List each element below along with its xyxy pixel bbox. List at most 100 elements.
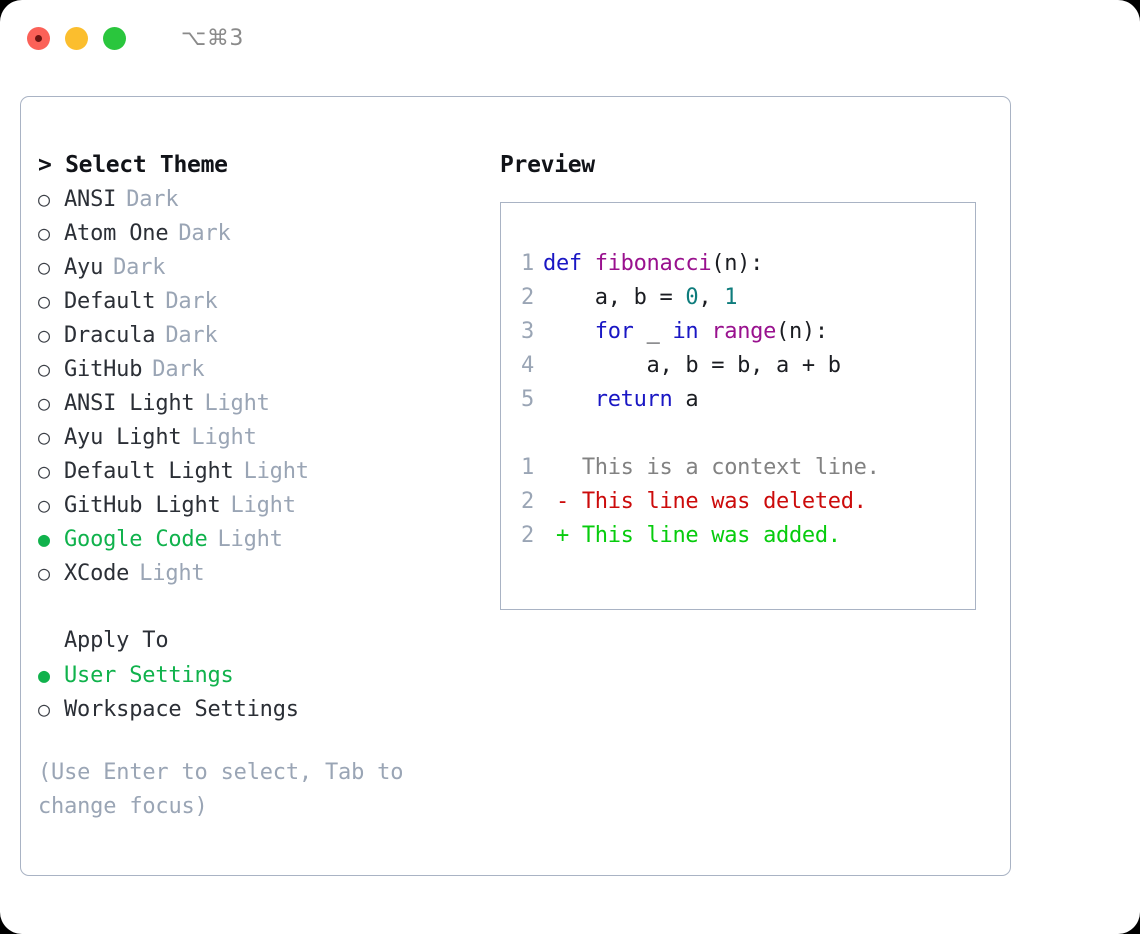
theme-option-label: Default [64, 289, 156, 314]
theme-kind-badge: Dark [165, 323, 218, 348]
theme-option-label: Dracula [64, 323, 156, 348]
theme-option-dracula[interactable]: ○ Dracula Dark [38, 318, 478, 352]
minimize-button-icon[interactable] [65, 26, 88, 50]
radio-unselected-icon: ○ [38, 357, 50, 381]
theme-kind-badge: Dark [152, 357, 205, 382]
token-txt: a [672, 387, 699, 412]
theme-option-label: Ayu Light [64, 425, 182, 450]
preview-heading: Preview [500, 152, 595, 178]
theme-option-label: GitHub Light [64, 493, 221, 518]
token-txt: a, b = b, a + b [543, 353, 842, 378]
token-txt: a, b = [543, 285, 686, 310]
token-fn: fibonacci [594, 251, 712, 276]
diff-line: 2 + This line was added. [501, 519, 975, 553]
token-fn: range [711, 319, 777, 344]
radio-unselected-icon: ○ [38, 697, 50, 721]
diff-sample: 1 This is a context line.2 - This line w… [501, 451, 975, 553]
theme-option-label: Default Light [64, 459, 234, 484]
code-gap [501, 417, 975, 451]
close-button-icon[interactable] [27, 26, 50, 50]
theme-option-default-light[interactable]: ○ Default Light Light [38, 454, 478, 488]
token-kw: def [543, 251, 595, 276]
line-number: 3 [521, 319, 534, 344]
token-kw: for [594, 319, 634, 344]
line-number: 1 [521, 455, 534, 480]
select-theme-heading: > Select Theme [38, 152, 228, 178]
maximize-button-icon[interactable] [103, 26, 126, 50]
diff-line: 2 - This line was deleted. [501, 485, 975, 519]
line-number: 2 [521, 489, 534, 514]
theme-option-ayu[interactable]: ○ Ayu Dark [38, 250, 478, 284]
theme-option-label: XCode [64, 561, 130, 586]
theme-option-label: Google Code [64, 527, 208, 552]
radio-unselected-icon: ○ [38, 561, 50, 585]
line-number: 1 [521, 251, 534, 276]
keyboard-shortcut-label: ⌥⌘3 [181, 25, 244, 51]
title-bar: ⌥⌘3 [0, 0, 1140, 76]
token-txt [698, 319, 711, 344]
token-ctx: This is a context line. [543, 455, 880, 480]
theme-option-ansi-light[interactable]: ○ ANSI Light Light [38, 386, 478, 420]
apply-to-list[interactable]: ●User Settings○Workspace Settings [38, 658, 478, 726]
token-txt [543, 387, 595, 412]
token-kw: in [672, 319, 699, 344]
token-txt: (n): [776, 319, 828, 344]
apply-to-option-user-settings[interactable]: ●User Settings [38, 658, 478, 692]
theme-option-label: Atom One [64, 221, 169, 246]
apply-to-option-label: User Settings [64, 663, 234, 688]
code-line: 1 def fibonacci(n): [501, 247, 975, 281]
token-txt: (n): [711, 251, 764, 276]
close-dot-icon [35, 34, 42, 42]
token-txt [543, 319, 595, 344]
keyboard-hint-text: (Use Enter to select, Tab to change focu… [38, 760, 404, 819]
theme-kind-badge: Dark [126, 187, 179, 212]
code-text: a, b = b, a + b [543, 349, 842, 383]
code-line: 3 for _ in range(n): [501, 315, 975, 349]
line-number: 5 [521, 387, 534, 412]
code-text: This is a context line. [543, 451, 880, 485]
radio-unselected-icon: ○ [38, 391, 50, 415]
line-number: 4 [521, 353, 534, 378]
apply-to-option-workspace-settings[interactable]: ○Workspace Settings [38, 692, 478, 726]
theme-kind-badge: Light [243, 459, 309, 484]
token-num: 1 [724, 285, 738, 310]
token-txt: , [698, 285, 725, 310]
theme-kind-badge: Dark [113, 255, 166, 280]
radio-unselected-icon: ○ [38, 493, 50, 517]
token-del: - This line was deleted. [543, 489, 867, 514]
theme-option-label: ANSI [64, 187, 117, 212]
diff-line: 1 This is a context line. [501, 451, 975, 485]
radio-unselected-icon: ○ [38, 425, 50, 449]
radio-unselected-icon: ○ [38, 459, 50, 483]
theme-option-label: ANSI Light [64, 391, 195, 416]
line-number: 2 [521, 523, 534, 548]
radio-unselected-icon: ○ [38, 323, 50, 347]
token-txt: _ [633, 319, 673, 344]
token-kw: return [594, 387, 673, 412]
code-text: - This line was deleted. [543, 485, 867, 519]
code-text: a, b = 0, 1 [543, 281, 738, 315]
list-spacer [38, 590, 478, 624]
theme-kind-badge: Dark [165, 289, 218, 314]
theme-option-xcode[interactable]: ○ XCode Light [38, 556, 478, 590]
code-text: + This line was added. [543, 519, 841, 553]
radio-unselected-icon: ○ [38, 221, 50, 245]
theme-option-label: Ayu [64, 255, 104, 280]
theme-kind-badge: Light [139, 561, 205, 586]
theme-kind-badge: Light [204, 391, 270, 416]
theme-kind-badge: Light [217, 527, 283, 552]
radio-unselected-icon: ○ [38, 255, 50, 279]
traffic-lights [27, 26, 126, 50]
code-text: return a [543, 383, 699, 417]
